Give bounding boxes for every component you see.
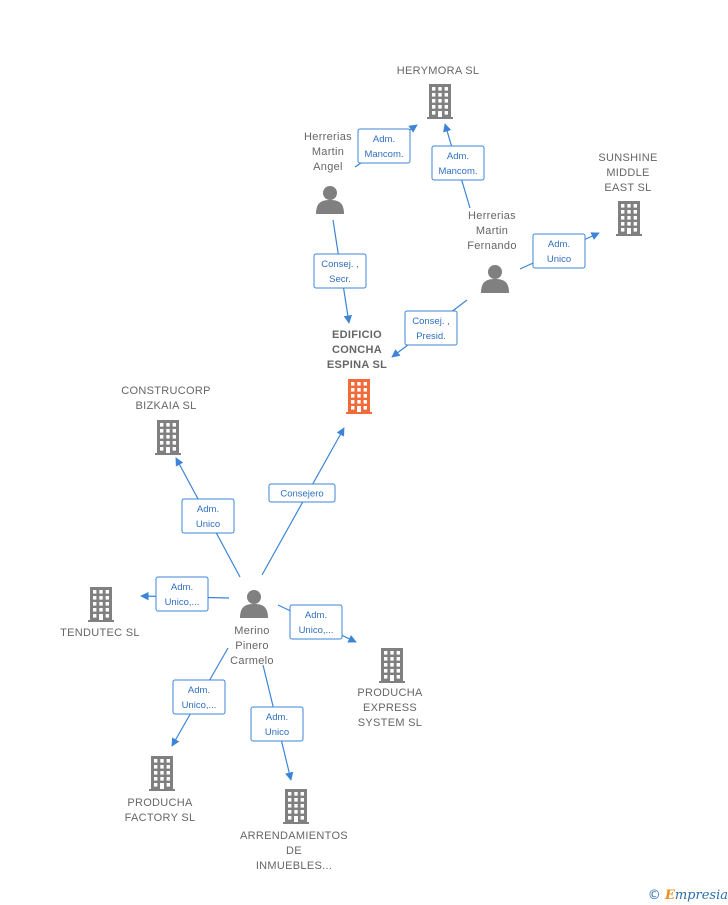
edge-label-text: Unico,... bbox=[299, 625, 334, 636]
edge-label-box bbox=[313, 253, 367, 289]
edge-label-text: Adm. bbox=[171, 582, 193, 593]
edge-label-text: Unico,... bbox=[182, 700, 217, 711]
edge-label-e3[interactable]: Adm. Unico bbox=[532, 233, 586, 269]
building-icon bbox=[283, 789, 309, 824]
edge-label-e6[interactable]: Consejero bbox=[268, 483, 336, 503]
edge-label-e2[interactable]: Adm. Mancom. bbox=[431, 145, 485, 181]
copyright-footer: © Empresia bbox=[648, 888, 728, 903]
edge-label-text: Adm. bbox=[197, 504, 219, 515]
edge-label-text: Presid. bbox=[416, 331, 446, 342]
node-label: PRODUCHA bbox=[357, 687, 423, 699]
node-label: Angel bbox=[313, 161, 343, 173]
edge-label-e10[interactable]: Adm. Unico,... bbox=[172, 679, 226, 715]
edge-label-text: Consej. , bbox=[321, 259, 359, 270]
brand-initial: E bbox=[664, 888, 675, 903]
copyright-symbol: © bbox=[647, 888, 661, 903]
edge-label-e9[interactable]: Adm. Unico,... bbox=[289, 604, 343, 640]
edge-label-text: Adm. bbox=[266, 712, 288, 723]
edge-label-text: Consejero bbox=[280, 489, 323, 500]
person-icon bbox=[481, 265, 509, 293]
node-label: TENDUTEC SL bbox=[60, 627, 140, 639]
node-label: Martin bbox=[476, 225, 508, 237]
building-icon bbox=[346, 379, 372, 414]
node-label: HERYMORA SL bbox=[397, 65, 480, 77]
building-icon bbox=[149, 756, 175, 791]
node-label: Fernando bbox=[467, 240, 517, 252]
node-label: MIDDLE bbox=[606, 167, 649, 179]
node-label: Merino bbox=[234, 625, 269, 637]
node-label: Pinero bbox=[235, 640, 269, 652]
edge-label-text: Unico bbox=[196, 519, 220, 530]
node-label: EXPRESS bbox=[363, 702, 417, 714]
edge-label-box bbox=[268, 483, 336, 503]
person-icon bbox=[316, 186, 344, 214]
edge-label-box bbox=[250, 706, 304, 742]
edge-label-text: Mancom. bbox=[364, 149, 403, 160]
node-label: ARRENDAMIENTOS bbox=[240, 830, 348, 842]
building-icon bbox=[427, 84, 453, 119]
edge-label-text: Adm. bbox=[188, 685, 210, 696]
node-label: ESPINA SL bbox=[327, 359, 387, 371]
node-label: Martin bbox=[312, 146, 344, 158]
edge-label-text: Mancom. bbox=[438, 166, 477, 177]
node-producha_factory[interactable]: PRODUCHA FACTORY SL bbox=[125, 756, 196, 824]
edge-label-box bbox=[172, 679, 226, 715]
nodes-layer: HERYMORA SL SUNSHINE MIDDLE EAST SL Herreria… bbox=[60, 65, 657, 872]
edge-label-text: Consej. , bbox=[412, 316, 450, 327]
node-label: INMUEBLES... bbox=[256, 860, 332, 872]
node-label: Carmelo bbox=[230, 655, 274, 667]
node-label: PRODUCHA bbox=[127, 797, 193, 809]
edge-label-text: Unico bbox=[547, 254, 571, 265]
edge-label-text: Adm. bbox=[548, 239, 570, 250]
building-icon bbox=[616, 201, 642, 236]
edge-label-text: Adm. bbox=[447, 151, 469, 162]
building-icon bbox=[155, 420, 181, 455]
edge-label-e8[interactable]: Adm. Unico,... bbox=[155, 576, 209, 612]
edge-label-e4[interactable]: Consej. , Secr. bbox=[313, 253, 367, 289]
node-label: CONSTRUCORP bbox=[121, 385, 210, 397]
edge-label-e7[interactable]: Adm. Unico bbox=[181, 498, 235, 534]
edge-label-text: Unico bbox=[265, 727, 289, 738]
node-label: CONCHA bbox=[332, 344, 382, 356]
edge-label-box bbox=[289, 604, 343, 640]
node-sunshine[interactable]: SUNSHINE MIDDLE EAST SL bbox=[598, 152, 657, 236]
person-icon bbox=[240, 590, 268, 618]
edge-label-text: Adm. bbox=[305, 610, 327, 621]
node-label: BIZKAIA SL bbox=[135, 400, 196, 412]
edge-label-e5[interactable]: Consej. , Presid. bbox=[404, 310, 458, 346]
edge-label-text: Adm. bbox=[373, 134, 395, 145]
node-producha_express[interactable]: PRODUCHA EXPRESS SYSTEM SL bbox=[357, 648, 423, 729]
node-label: SUNSHINE bbox=[598, 152, 657, 164]
edge-label-box bbox=[532, 233, 586, 269]
building-icon bbox=[379, 648, 405, 683]
node-construcorp[interactable]: CONSTRUCORP BIZKAIA SL bbox=[121, 385, 210, 455]
node-label: FACTORY SL bbox=[125, 812, 196, 824]
node-tendutec[interactable]: TENDUTEC SL bbox=[60, 587, 140, 639]
node-label: EAST SL bbox=[604, 182, 651, 194]
node-label: Herrerias bbox=[468, 210, 516, 222]
node-label: EDIFICIO bbox=[332, 329, 382, 341]
node-herymora[interactable]: HERYMORA SL bbox=[397, 65, 480, 119]
node-label: DE bbox=[286, 845, 302, 857]
edge-label-box bbox=[357, 128, 411, 164]
edge-label-text: Unico,... bbox=[165, 597, 200, 608]
edge-label-box bbox=[404, 310, 458, 346]
edge-label-text: Secr. bbox=[329, 274, 351, 285]
edge-label-box bbox=[431, 145, 485, 181]
edge-label-e1[interactable]: Adm. Mancom. bbox=[357, 128, 411, 164]
node-label: SYSTEM SL bbox=[358, 717, 422, 729]
building-icon bbox=[88, 587, 114, 622]
edge-label-box bbox=[155, 576, 209, 612]
node-label: Herrerias bbox=[304, 131, 352, 143]
node-edificio[interactable]: EDIFICIO CONCHA ESPINA SL bbox=[327, 329, 387, 414]
node-arrendamientos[interactable]: ARRENDAMIENTOS DE INMUEBLES... bbox=[240, 789, 348, 872]
brand-name: mpresia bbox=[674, 888, 728, 903]
edge-label-box bbox=[181, 498, 235, 534]
edge-label-e11[interactable]: Adm. Unico bbox=[250, 706, 304, 742]
